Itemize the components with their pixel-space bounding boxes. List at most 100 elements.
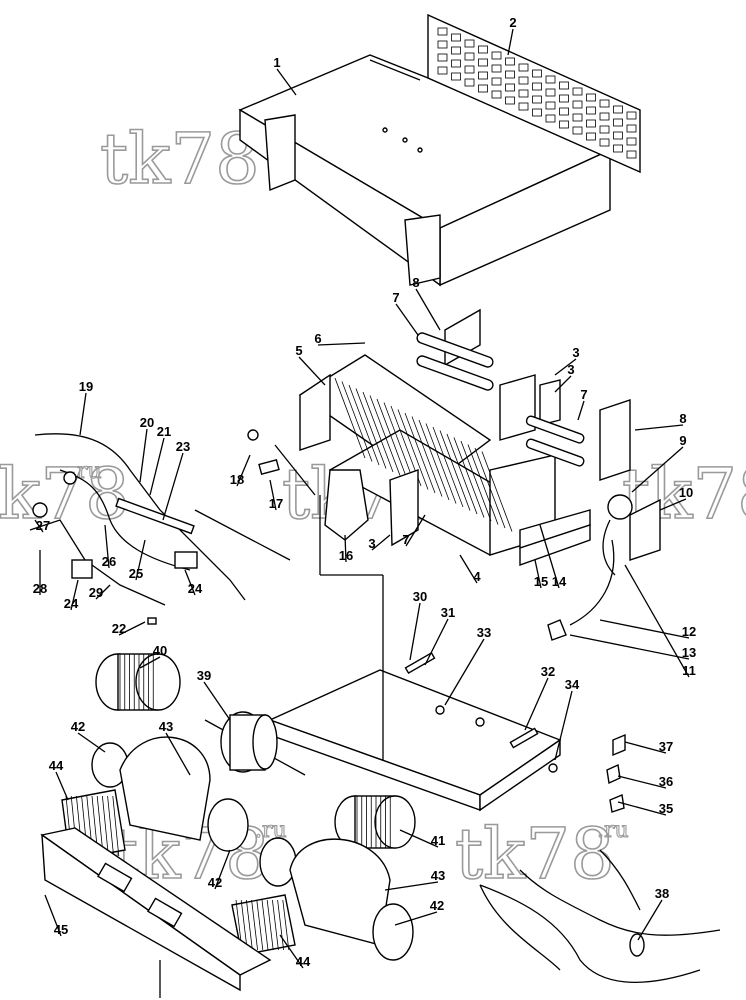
leader-line xyxy=(162,452,184,521)
leader-line xyxy=(637,899,663,941)
leader-line xyxy=(344,534,347,563)
watermark-text: tk78 xyxy=(455,813,615,895)
grille-hole xyxy=(451,72,461,81)
grille-hole xyxy=(491,64,502,73)
leader-line xyxy=(569,634,690,660)
coil-fin xyxy=(341,381,373,462)
grille-hole xyxy=(626,124,637,133)
watermark-bottom-right: tk78 .ru xyxy=(454,812,629,896)
grille-hole xyxy=(545,75,556,84)
callout-3: 3 xyxy=(567,362,574,377)
grille-hole xyxy=(464,39,475,48)
coil-fin xyxy=(460,440,492,522)
callout-42: 42 xyxy=(71,719,85,734)
filter-mesh-line xyxy=(282,899,290,951)
piping-assembly xyxy=(29,429,280,625)
top-cover xyxy=(238,54,612,287)
blower-wheel-40 xyxy=(95,653,181,711)
callout-7: 7 xyxy=(580,387,587,402)
coil-fin xyxy=(418,419,450,501)
callout-42: 42 xyxy=(208,875,222,890)
leader-line xyxy=(409,602,421,661)
callout-35: 35 xyxy=(659,801,673,816)
grille-hole xyxy=(559,107,569,116)
leader-line xyxy=(118,621,146,636)
callout-41: 41 xyxy=(431,833,445,848)
blower-housing-lower xyxy=(259,837,414,961)
filter-mesh-line xyxy=(272,899,279,951)
leader-line xyxy=(577,400,585,421)
callout-6: 6 xyxy=(314,331,321,346)
grille-hole xyxy=(491,77,502,86)
grille-hole xyxy=(626,137,637,146)
callout-27: 27 xyxy=(36,518,50,533)
coil-fin xyxy=(467,444,499,525)
leader-line xyxy=(317,342,366,346)
grille-hole xyxy=(599,112,610,121)
leader-line xyxy=(617,801,667,816)
grille-hole xyxy=(545,88,556,97)
leader-line xyxy=(95,584,111,600)
leader-line xyxy=(279,934,304,969)
callout-39: 39 xyxy=(197,668,211,683)
callout-19: 19 xyxy=(79,379,93,394)
callout-32: 32 xyxy=(541,664,555,679)
grille-hole xyxy=(491,51,502,60)
callout-26: 26 xyxy=(102,554,116,569)
leader-line xyxy=(539,524,560,589)
grille-hole xyxy=(464,78,475,87)
leader-line xyxy=(214,849,231,890)
callout-8: 8 xyxy=(412,275,419,290)
leader-line xyxy=(424,618,449,666)
leader-line xyxy=(184,569,196,596)
callout-17: 17 xyxy=(269,496,283,511)
grille-hole xyxy=(505,70,515,79)
grille-hole xyxy=(586,132,596,141)
callout-labels: 1233345677788910111213141516171819202122… xyxy=(33,15,696,969)
callout-3: 3 xyxy=(572,345,579,360)
motor-9 xyxy=(602,494,633,576)
callout-34: 34 xyxy=(565,677,580,692)
callout-18: 18 xyxy=(230,472,244,487)
grille-hole xyxy=(613,105,623,114)
watermark-suffix: .ru xyxy=(597,818,629,843)
leader-line xyxy=(203,681,231,721)
grille-hole xyxy=(599,138,610,147)
callout-3: 3 xyxy=(368,536,375,551)
grille-hole xyxy=(505,96,515,105)
grille-hole xyxy=(572,113,583,122)
leader-line xyxy=(394,911,438,926)
callout-22: 22 xyxy=(112,621,126,636)
grille-hole xyxy=(626,111,637,120)
coil-fin xyxy=(348,384,380,466)
grille-hole xyxy=(613,144,623,153)
grille-hole xyxy=(545,114,556,123)
front-panel xyxy=(40,827,272,998)
bracket-15 xyxy=(519,509,591,566)
grille-hole xyxy=(464,52,475,61)
blower-motor xyxy=(204,711,306,776)
callout-25: 25 xyxy=(129,566,143,581)
cable-12 xyxy=(547,539,615,641)
filter-mesh-line xyxy=(246,899,253,951)
grille-hole xyxy=(505,57,515,66)
leader-line xyxy=(524,677,549,731)
callout-12: 12 xyxy=(682,624,696,639)
grille-hole xyxy=(464,65,475,74)
filter-mesh-line xyxy=(261,899,269,951)
callout-21: 21 xyxy=(157,424,171,439)
leader-line xyxy=(149,437,165,496)
coil-fin xyxy=(383,402,415,483)
grille-panel xyxy=(427,13,641,174)
leader-line xyxy=(276,68,297,96)
grille-hole xyxy=(478,71,488,80)
callout-40: 40 xyxy=(153,643,167,658)
leader-line xyxy=(634,424,684,431)
leader-line xyxy=(599,619,690,639)
callout-44: 44 xyxy=(296,954,311,969)
leader-line xyxy=(44,894,62,937)
coil-fin xyxy=(362,391,394,473)
callout-4: 4 xyxy=(473,569,481,584)
filter-mesh-line xyxy=(256,899,264,951)
